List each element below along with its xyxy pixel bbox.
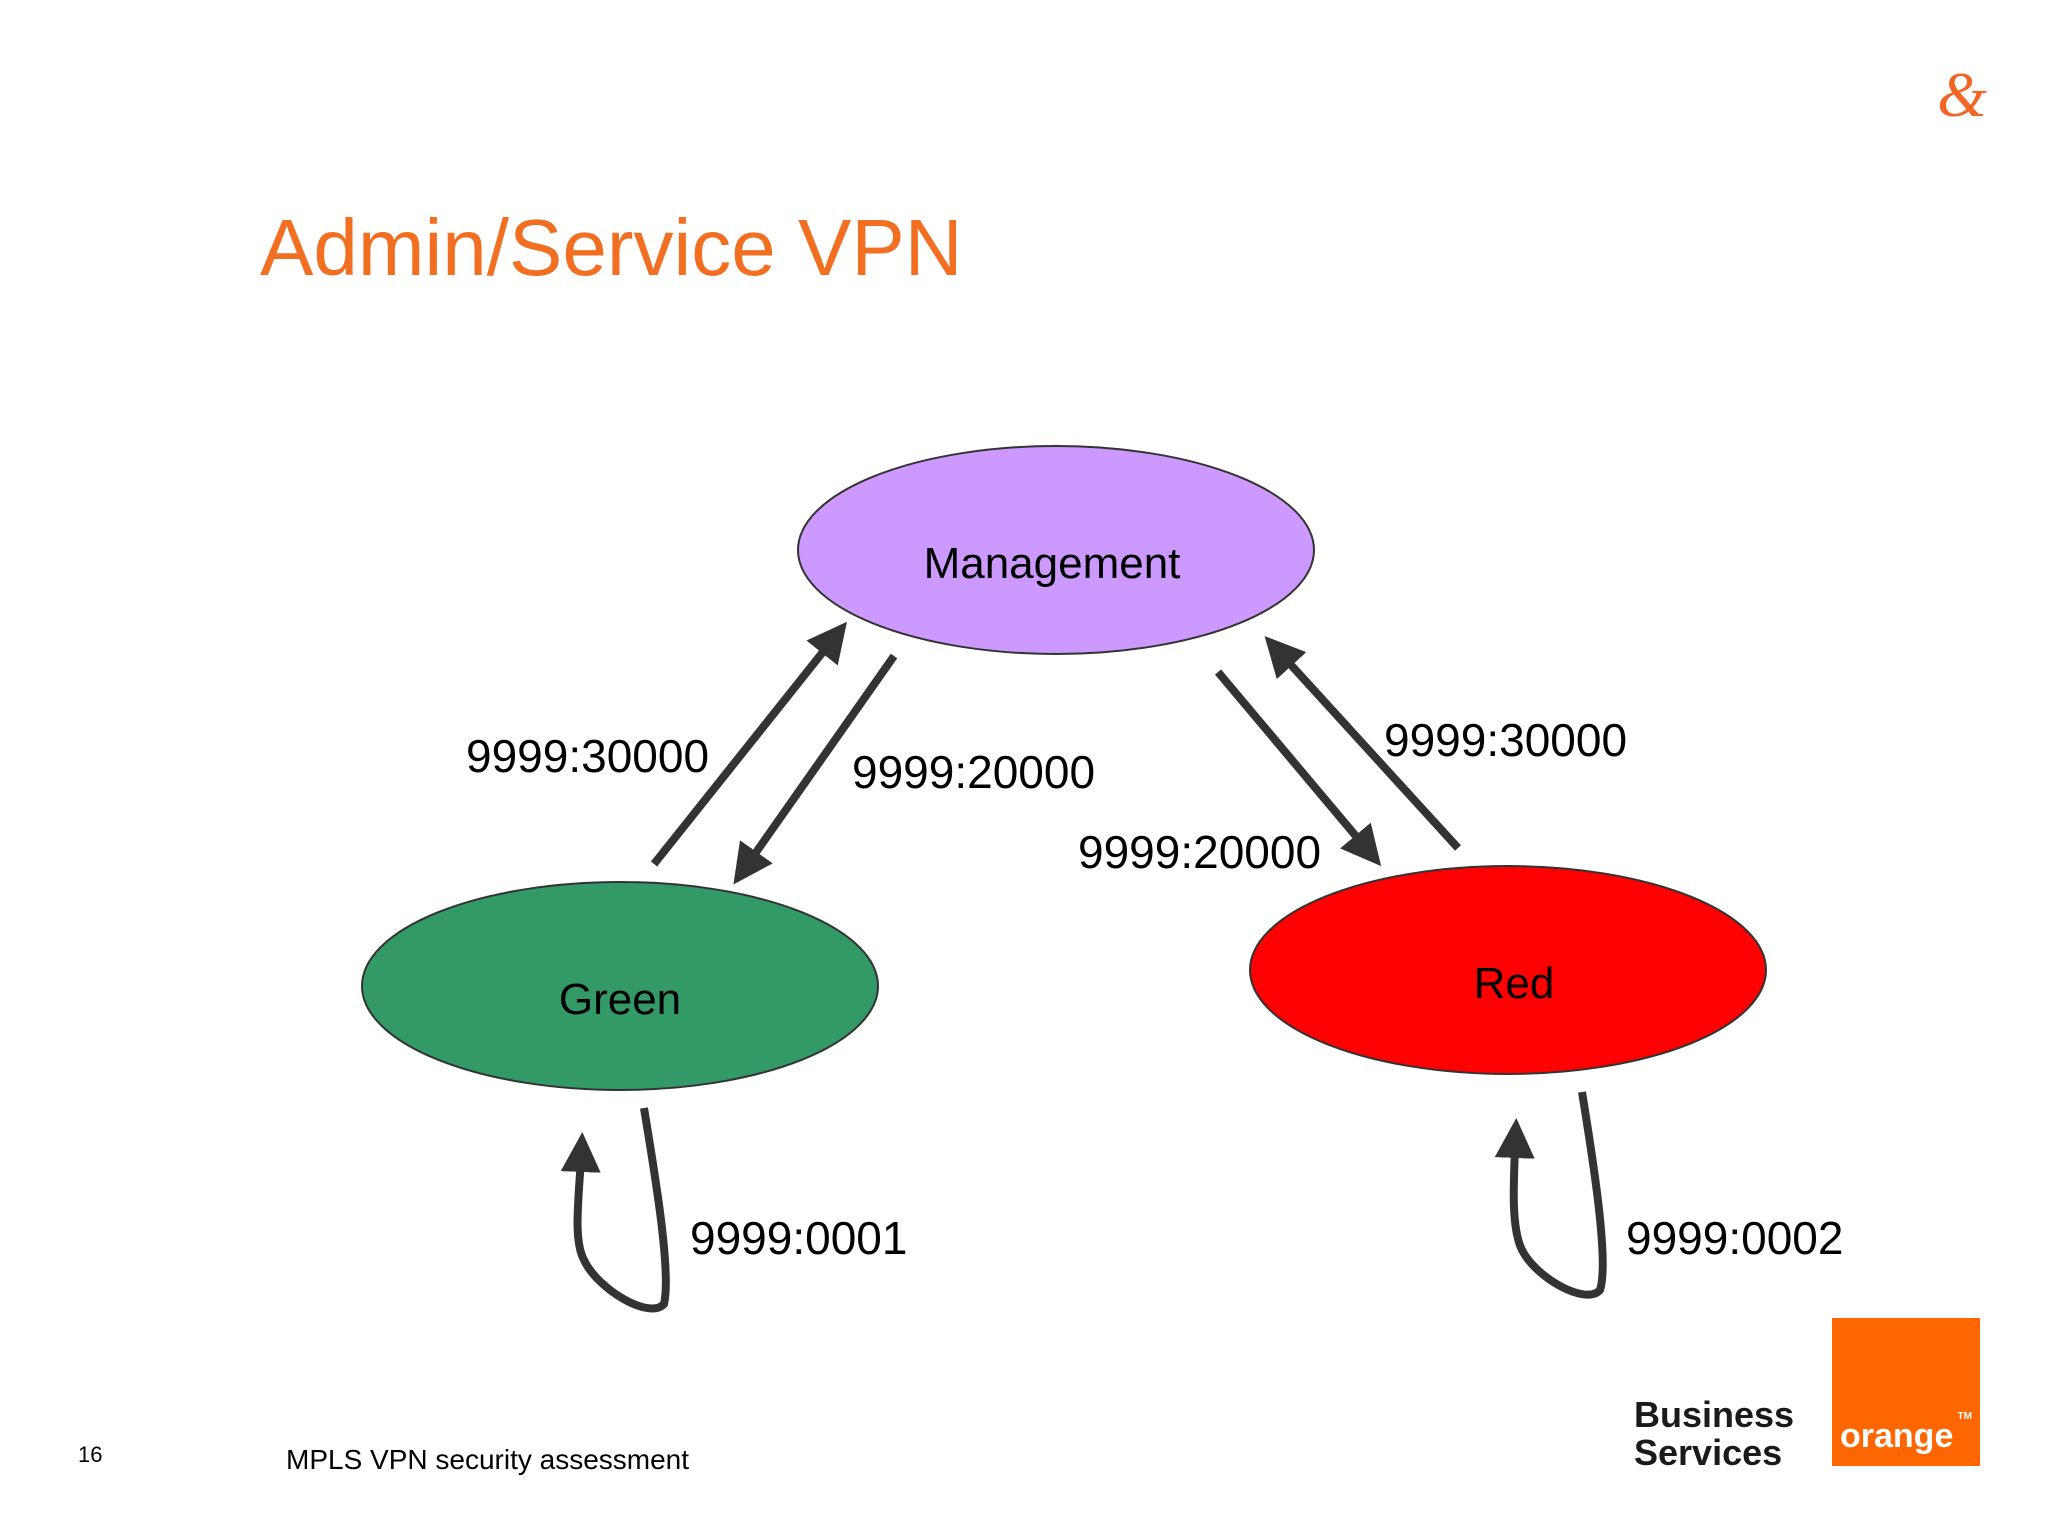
business-services-line2: Services xyxy=(1634,1432,1783,1473)
page-number: 16 xyxy=(78,1442,103,1467)
red-node-label: Red xyxy=(1474,959,1555,1008)
ampersand-logo: & xyxy=(1937,59,1987,130)
management-node xyxy=(797,445,1315,655)
self-loop-green xyxy=(560,1107,670,1313)
label-management-to-green: 9999:20000 xyxy=(852,746,1095,798)
arrow-management-to-green xyxy=(733,653,898,885)
green-node-label: Green xyxy=(559,975,681,1024)
slide-title: Admin/Service VPN xyxy=(260,203,963,292)
label-red-to-management: 9999:30000 xyxy=(1384,714,1627,766)
self-loop-red xyxy=(1494,1091,1607,1299)
label-management-to-red: 9999:20000 xyxy=(1078,826,1321,878)
label-red-self: 9999:0002 xyxy=(1626,1212,1843,1264)
arrow-green-to-management xyxy=(650,621,847,867)
arrow-management-to-red xyxy=(1214,669,1382,867)
footer-title: MPLS VPN security assessment xyxy=(286,1444,690,1475)
orange-logo: orange TM xyxy=(1832,1318,1980,1466)
business-services-logo: Business Services xyxy=(1634,1396,1794,1472)
red-node xyxy=(1249,865,1767,1075)
trademark-mark: TM xyxy=(1957,1411,1972,1422)
arrow-red-to-management xyxy=(1264,636,1461,851)
management-node-label: Management xyxy=(924,539,1181,588)
orange-wordmark: orange xyxy=(1840,1417,1954,1455)
green-node xyxy=(361,881,879,1091)
label-green-to-management: 9999:30000 xyxy=(466,730,709,782)
business-services-line1: Business xyxy=(1634,1394,1795,1435)
label-green-self: 9999:0001 xyxy=(690,1212,907,1264)
